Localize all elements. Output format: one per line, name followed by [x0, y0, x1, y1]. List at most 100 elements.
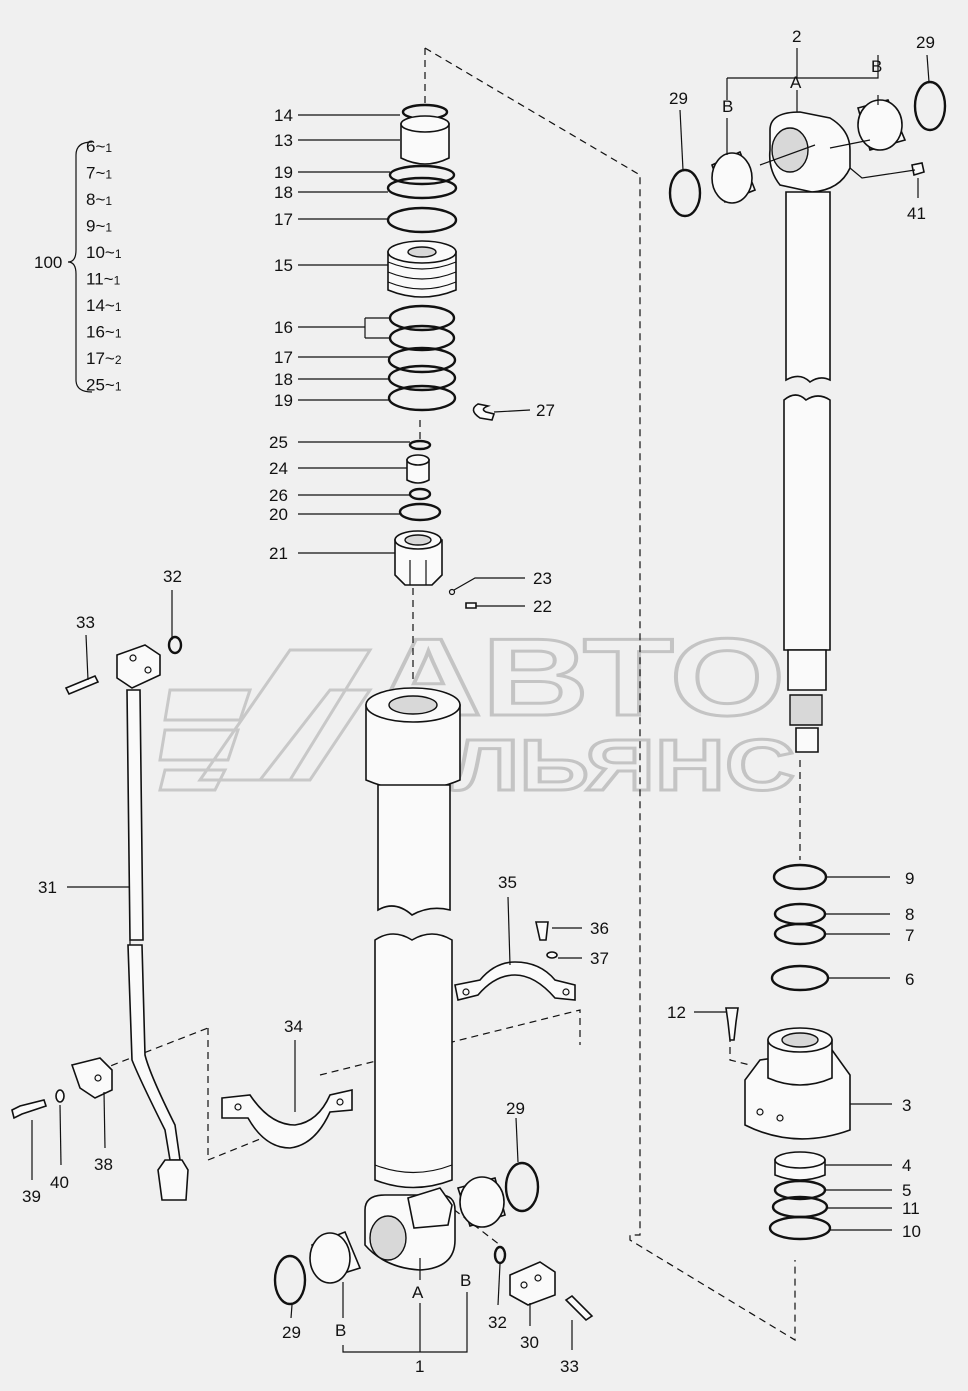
watermark: АВТО АЛЬЯНС	[158, 615, 797, 808]
callout-19-lower: 19	[274, 391, 293, 410]
part-41-grease-nipple	[911, 162, 925, 177]
piston-seal-stack	[386, 103, 496, 609]
callout-30: 30	[520, 1333, 539, 1352]
part-8-ring	[773, 902, 827, 926]
callout-b-top-left: B	[722, 97, 733, 116]
kit-item: 16~1	[86, 323, 122, 342]
part-21-nut	[394, 530, 443, 586]
oring-32-top	[167, 635, 183, 655]
seal-29-bottom-right	[504, 1161, 540, 1213]
bushing-b-bottom-left	[309, 1230, 362, 1284]
callout-22: 22	[533, 597, 552, 616]
callout-17-upper: 17	[274, 210, 293, 229]
part-13-bushing	[400, 115, 450, 165]
kit-item: 17~2	[86, 349, 122, 368]
part-23-ball	[448, 588, 456, 596]
callout-39: 39	[22, 1187, 41, 1206]
kit-item: 6~1	[86, 137, 112, 156]
callout-a-bottom: A	[412, 1283, 424, 1302]
part-3-cylinder-head	[744, 1027, 851, 1140]
bushing-b-bottom-right	[456, 1176, 506, 1228]
part-19-ring-upper	[388, 164, 456, 186]
callout-20: 20	[269, 505, 288, 524]
callout-10: 10	[902, 1222, 921, 1241]
leader-lines	[31, 48, 930, 1353]
part-10-ring	[768, 1215, 832, 1241]
callout-11: 11	[902, 1199, 920, 1218]
part-20-backup-ring	[398, 502, 442, 522]
kit-item: 9~1	[86, 217, 112, 236]
part-36-bolt	[535, 921, 549, 941]
callout-32-bottom: 32	[488, 1313, 507, 1332]
callout-18-upper: 18	[274, 183, 293, 202]
callout-23: 23	[533, 569, 552, 588]
callout-36: 36	[590, 919, 609, 938]
kit-item: 14~1	[86, 296, 122, 315]
part-22-set-screw	[465, 602, 477, 609]
callout-3: 3	[902, 1096, 911, 1115]
callout-17-lower: 17	[274, 348, 293, 367]
callout-33-bottom: 33	[560, 1357, 579, 1376]
watermark-logo	[158, 648, 373, 792]
part-24-spacer	[406, 454, 430, 484]
part-19-ring-lower	[387, 384, 457, 412]
part-35-clamp	[454, 961, 576, 1001]
callout-24: 24	[269, 459, 288, 478]
bushing-b-top-right	[857, 99, 907, 151]
callout-2: 2	[792, 27, 801, 46]
callout-27: 27	[536, 401, 555, 420]
oring-32-bottom	[493, 1245, 507, 1265]
callout-4: 4	[902, 1156, 911, 1175]
callout-9: 9	[905, 869, 914, 888]
callout-26: 26	[269, 486, 288, 505]
callout-25: 25	[269, 433, 288, 452]
part-34-clamp	[221, 1088, 353, 1149]
callout-35: 35	[498, 873, 517, 892]
callout-labels: 14 13 19 18 17 15 16 17 18 19 27 25 24 2…	[22, 27, 935, 1376]
callout-29-top-left: 29	[669, 89, 688, 108]
part-17-ring-upper	[386, 206, 458, 234]
callout-32-top: 32	[163, 567, 182, 586]
seal-29-bottom-left	[273, 1254, 307, 1306]
kit-item: 25~1	[86, 376, 122, 395]
callout-38: 38	[94, 1155, 113, 1174]
callout-21: 21	[269, 544, 288, 563]
kit-items: 6~1 7~1 8~1 9~1 10~1 11~1 14~1 16~1 17~2 25~1	[86, 137, 122, 395]
part-30-block-bottom	[509, 1261, 556, 1306]
kit-item: 7~1	[86, 164, 112, 183]
part-15-piston	[387, 240, 457, 298]
callout-41: 41	[907, 204, 926, 223]
callout-16: 16	[274, 318, 293, 337]
callout-15: 15	[274, 256, 293, 275]
part-30-block-top	[116, 644, 161, 689]
callout-6: 6	[905, 970, 914, 989]
callout-40: 40	[50, 1173, 69, 1192]
callout-14: 14	[274, 106, 293, 125]
part-9-seal	[772, 863, 828, 891]
kit-item: 10~1	[86, 243, 122, 262]
part-12-bolt	[725, 1007, 739, 1041]
part-18-ring-lower	[387, 364, 457, 392]
callout-12: 12	[667, 1003, 686, 1022]
callout-b-top-right: B	[871, 57, 882, 76]
part-40-washer	[55, 1089, 65, 1103]
seal-29-top-right	[913, 80, 947, 132]
part-37-washer	[546, 951, 558, 959]
callout-b-bottom-left: B	[335, 1321, 346, 1340]
kit-group-label: 100	[34, 253, 62, 272]
seal-29-top-left	[668, 168, 702, 218]
part-25-oring	[408, 439, 432, 451]
kit-item: 11~1	[86, 270, 121, 289]
callout-8: 8	[905, 905, 914, 924]
part-26-oring	[408, 487, 432, 501]
callout-37: 37	[590, 949, 609, 968]
callout-b-bottom-right: B	[460, 1271, 471, 1290]
kit-item: 8~1	[86, 190, 112, 209]
kit-group-list: 100 6~1 7~1 8~1 9~1 10~1 11~1 14~1 16~1 17~2 25~1	[34, 137, 122, 395]
callout-13: 13	[274, 131, 293, 150]
callout-29-bottom-left: 29	[282, 1323, 301, 1342]
part-39-bolt	[11, 1099, 48, 1120]
pipe-end-nut	[157, 1159, 189, 1201]
callout-5: 5	[902, 1181, 911, 1200]
